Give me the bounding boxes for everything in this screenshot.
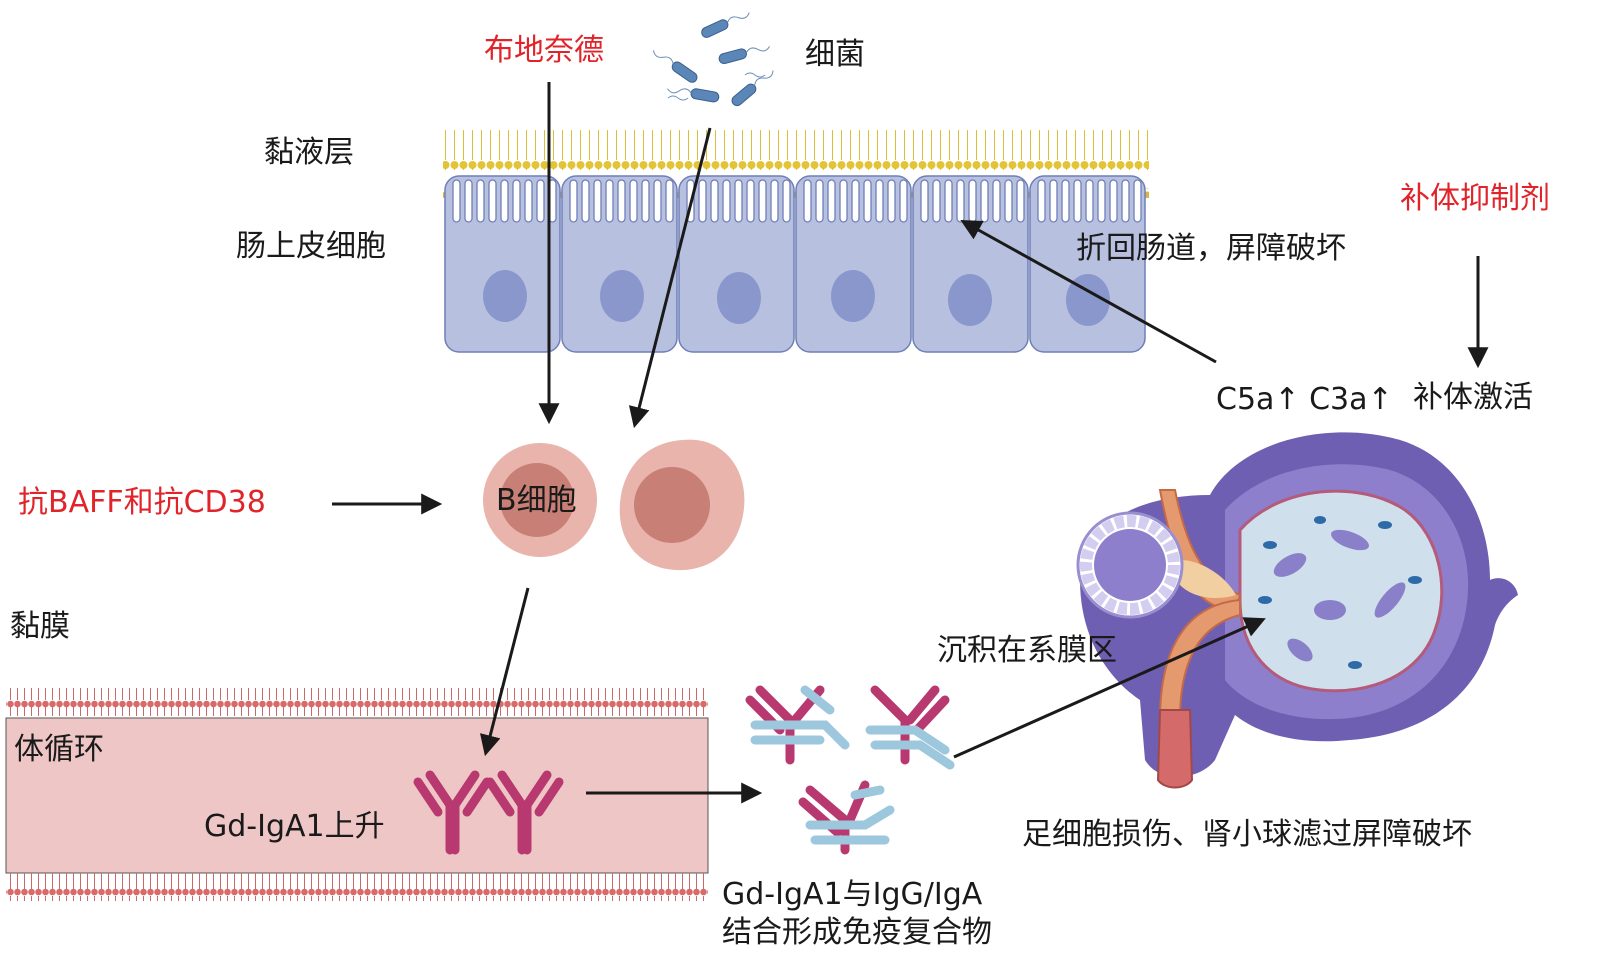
mesangial-deposition-label: 沉积在系膜区: [937, 633, 1117, 668]
epithelial-cell: [561, 175, 678, 353]
bacteria-label: 细菌: [805, 37, 865, 72]
epithelial-cell: [678, 175, 795, 353]
epithelial-cells-label: 肠上皮细胞: [236, 229, 386, 264]
gd-iga1-antibodies: [413, 770, 564, 855]
immune-complexes: [745, 685, 955, 855]
arrows: [332, 82, 1489, 804]
bacteria-graphic: [652, 12, 774, 107]
budesonide-label: 布地奈德: [484, 33, 604, 68]
mucus-layer-label: 黏液层: [264, 135, 354, 170]
arrow-bacteria-to-bcell: [628, 127, 712, 429]
b-cell-left: [483, 443, 597, 557]
anti-baff-cd38-label: 抗BAFF和抗CD38: [18, 485, 266, 520]
arrow-bcell-to-vessel: [479, 587, 530, 757]
mucosa-label: 黏膜: [10, 609, 70, 644]
arrow-complement-to-epithelium: [960, 219, 1217, 364]
blood-vessel: [5, 688, 709, 901]
complement-activation-label: 补体激活: [1413, 380, 1533, 415]
gd-iga1-up-label: Gd-IgA1上升: [204, 809, 385, 844]
b-cell-right: [619, 439, 745, 571]
b-cell-label: B细胞: [496, 483, 577, 518]
epithelial-cell: [444, 175, 561, 353]
epithelial-cell: [795, 175, 912, 353]
systemic-circulation-label: 体循环: [14, 732, 104, 767]
complement-inhibitor-label: 补体抑制剂: [1400, 181, 1550, 216]
arrow-complex-to-mesangium: [953, 617, 1266, 759]
c5a-c3a-label: C5a↑ C3a↑: [1216, 382, 1393, 417]
barrier-damage-label: 折回肠道，屏障破坏: [1076, 231, 1346, 266]
podocyte-damage-label: 足细胞损伤、肾小球滤过屏障破坏: [1022, 817, 1472, 852]
epithelial-cell: [912, 175, 1029, 353]
immune-complex-line2: 结合形成免疫复合物: [722, 915, 992, 950]
glomerulus-graphic: [1076, 432, 1518, 789]
immune-complex-line1: Gd-IgA1与IgG/IgA: [722, 877, 983, 912]
